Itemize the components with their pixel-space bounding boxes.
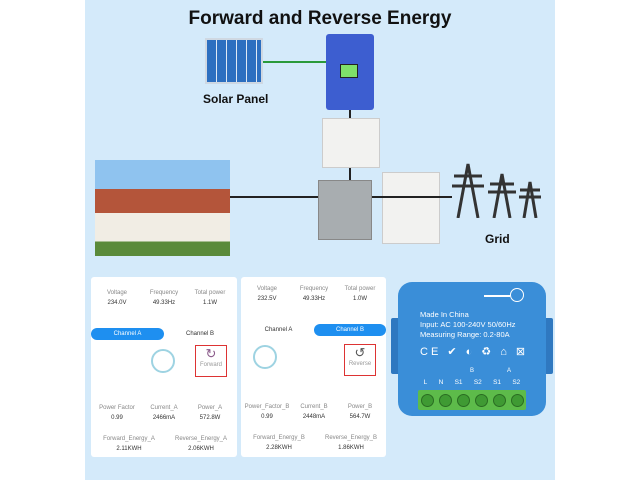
reverse-energy-value: 2.06KWH — [188, 446, 214, 452]
dc-line — [263, 61, 326, 63]
frequency-value: 49.33Hz — [302, 296, 326, 302]
power-factor-value: 0.99 — [111, 415, 123, 421]
power-factor-label: Power_Factor_B — [244, 404, 290, 410]
terminal-b-s2: S2 — [473, 379, 482, 386]
voltage-value: 232.5V — [257, 296, 277, 302]
voltage-label: Voltage — [256, 286, 278, 292]
forward-energy-label: Forward_Energy_B — [253, 435, 305, 441]
current-value: 2466mA — [152, 415, 176, 421]
frequency-label: Frequency — [299, 286, 329, 292]
current-label: Current_A — [150, 405, 178, 411]
total-power-value: 1.1W — [202, 300, 217, 306]
ct-clamp-image — [382, 172, 440, 244]
tab-channel-a[interactable]: Channel A — [264, 327, 293, 333]
reverse-indicator: ↺Reverse — [344, 344, 376, 376]
hook-icon — [510, 288, 524, 302]
spec-line: Input: AC 100-240V 50/60Hz — [420, 320, 516, 329]
current-label: Current_B — [300, 404, 328, 410]
tab-channel-b[interactable]: Channel B — [314, 324, 386, 336]
forward-energy-value: 2.11KWH — [116, 446, 142, 452]
spec-line: Measuring Range: 0.2-80A — [420, 330, 510, 339]
grid-label: Grid — [485, 232, 510, 246]
solar-panel-label: Solar Panel — [203, 92, 269, 106]
current-value: 2448mA — [302, 414, 326, 420]
loading-ring-icon — [253, 345, 277, 369]
solar-panel-image — [205, 38, 263, 84]
power-factor-label: Power Factor — [99, 405, 135, 411]
house-photo — [95, 160, 230, 256]
tab-channel-b[interactable]: Channel B — [185, 331, 215, 337]
frequency-label: Frequency — [149, 290, 179, 296]
terminal-labels: L N S1 S2 S1 S2 — [418, 379, 526, 386]
ct-clamp-image — [322, 118, 380, 168]
tab-channel-a[interactable]: Channel A — [91, 328, 164, 340]
forward-indicator: ↻Forward — [195, 345, 227, 377]
voltage-label: Voltage — [106, 290, 128, 296]
certification-icons: CE ✔ ◐ ♻ ⌂ ⊠ — [420, 346, 529, 358]
forward-energy-label: Forward_Energy_A — [103, 436, 155, 442]
forward-energy-value: 2.28KWH — [266, 445, 292, 451]
inverter-image — [326, 34, 374, 110]
device-side-clip — [391, 318, 401, 374]
terminal-b-s1: S1 — [454, 379, 463, 386]
total-power-value: 1.0W — [352, 296, 367, 302]
terminal-a-s1: S1 — [493, 379, 502, 386]
terminal-l: L — [423, 379, 428, 386]
forward-rotate-icon: ↻ — [205, 346, 217, 361]
hook-line — [484, 295, 510, 297]
power-value: 564.7W — [349, 414, 371, 420]
frequency-value: 49.33Hz — [152, 300, 176, 306]
terminal-n: N — [438, 379, 444, 386]
total-power-label: Total power — [194, 290, 226, 296]
reverse-energy-value: 1.86KWH — [338, 445, 364, 451]
terminal-block — [418, 390, 526, 410]
page-title: Forward and Reverse Energy — [188, 8, 452, 29]
power-label: Power_A — [197, 405, 223, 411]
power-label: Power_B — [347, 404, 373, 410]
reverse-energy-label: Reverse_Energy_B — [324, 435, 378, 441]
app-screen-channel-b: Voltage 232.5V Frequency 49.33Hz Total pow… — [241, 277, 386, 457]
device-side-clip — [543, 318, 553, 374]
power-value: 572.8W — [199, 415, 221, 421]
power-factor-value: 0.99 — [261, 414, 273, 420]
terminal-a-s2: S2 — [512, 379, 521, 386]
reverse-energy-label: Reverse_Energy_A — [174, 436, 228, 442]
energy-meter-device: Made In China Input: AC 100-240V 50/60Hz… — [398, 282, 546, 416]
reverse-rotate-icon: ↺ — [354, 345, 366, 360]
voltage-value: 234.0V — [107, 300, 127, 306]
spec-line: Made In China — [420, 310, 469, 319]
group-label-b: B — [470, 368, 475, 374]
loading-ring-icon — [151, 349, 175, 373]
total-power-label: Total power — [344, 286, 376, 292]
group-label-a: A — [507, 368, 512, 374]
distribution-box-image — [318, 180, 372, 240]
power-pylons-icon — [450, 160, 545, 219]
app-screen-channel-a: Voltage 234.0V Frequency 49.33Hz Total pow… — [91, 277, 237, 457]
